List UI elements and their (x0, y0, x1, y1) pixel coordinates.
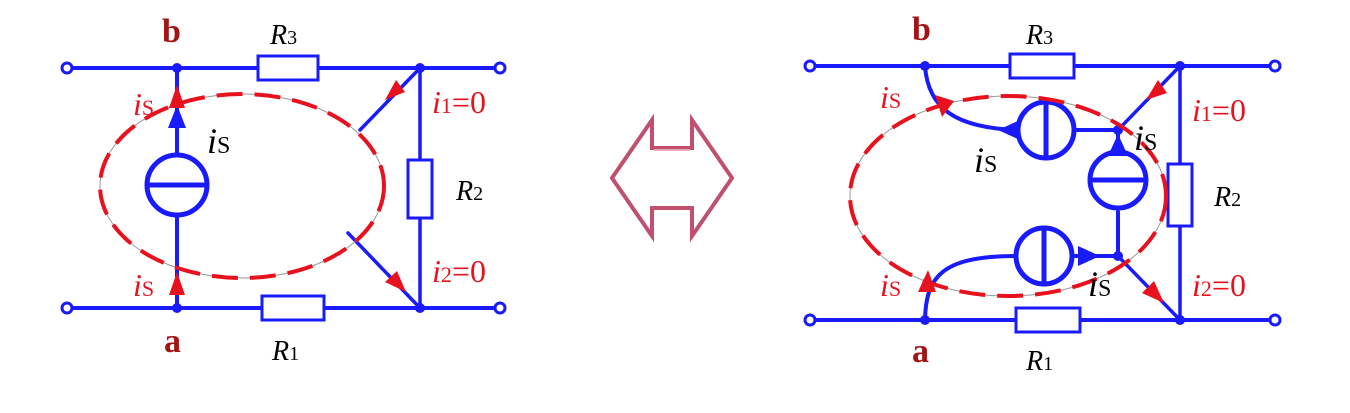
left-r1-resistor (260, 294, 326, 322)
left-terminal-a-left (60, 301, 74, 315)
left-i2-arrow-icon (385, 271, 406, 292)
right-is-source-mid-label: iS (1134, 118, 1157, 158)
left-diag-bottom (346, 231, 422, 310)
right-r1-resistor (1014, 306, 1082, 334)
right-r3-label: R3 (1025, 20, 1053, 51)
equivalence-arrow (609, 113, 735, 243)
left-r3-resistor (256, 54, 320, 82)
right-circuit: b a R3 R1 R2 iS iS iS iS iS i1=0 i2=0 (803, 11, 1282, 377)
right-terminal-b-right (1268, 59, 1282, 73)
left-r2-label: R2 (455, 176, 483, 207)
right-terminal-a-left (803, 313, 817, 327)
right-r2-resistor (1166, 162, 1194, 228)
left-terminal-b-left (60, 61, 74, 75)
left-is-source-label: iS (207, 121, 230, 161)
right-cut-loop (848, 94, 1168, 298)
right-is-top-red-label: iS (880, 79, 901, 115)
left-source-arrow-icon (168, 105, 186, 128)
left-r1-label: R1 (271, 336, 299, 367)
left-node-bottom-right (415, 303, 425, 313)
right-top-source-wire (923, 64, 1020, 132)
right-bottom-source-wire (923, 254, 1018, 322)
left-is-bottom-label: iS (133, 267, 154, 303)
right-r3-resistor (1008, 52, 1076, 80)
left-cut-loop (98, 92, 386, 280)
left-i1-label: i1=0 (432, 84, 486, 120)
left-node-b-label: b (162, 13, 181, 50)
right-source-top-arrow-icon (998, 120, 1020, 140)
left-node-a (172, 303, 182, 313)
right-terminal-b-left (803, 59, 817, 73)
right-r2-label: R2 (1213, 182, 1241, 213)
right-i1-arrow-icon (1146, 80, 1167, 100)
right-node-a-label: a (912, 333, 929, 370)
right-r1-label: R1 (1025, 346, 1053, 377)
left-terminal-a-right (493, 301, 507, 315)
left-r3-label: R3 (269, 20, 297, 51)
right-is-bottom-red-label: iS (880, 267, 901, 303)
left-terminal-b-right (493, 61, 507, 75)
right-i1-label: i1=0 (1192, 92, 1246, 128)
right-is-source-bottom-label: iS (1088, 264, 1111, 304)
left-i1-arrow-icon (385, 80, 405, 100)
left-node-a-label: a (164, 323, 181, 360)
right-i2-label: i2=0 (1192, 267, 1246, 303)
right-is-bottom-arrow-icon (918, 270, 936, 292)
left-r2-resistor (406, 158, 434, 220)
left-circuit: b a R3 R1 R2 iS iS iS i1=0 i2=0 (60, 13, 507, 367)
left-is-bottom-arrow-icon (169, 272, 185, 295)
right-source-bottom-arrow-icon (1078, 246, 1100, 266)
right-terminal-a-right (1268, 313, 1282, 327)
right-source-mid-arrow-icon (1108, 134, 1128, 156)
left-i2-label: i2=0 (432, 253, 486, 289)
right-is-top-arrow-icon (935, 95, 954, 117)
right-node-b-label: b (912, 11, 931, 48)
left-is-top-label: iS (133, 86, 154, 122)
right-i2-arrow-icon (1142, 281, 1164, 303)
left-node-top-right (415, 63, 425, 73)
left-diag-top (358, 66, 422, 132)
right-is-source-top-label: iS (974, 140, 997, 180)
left-node-b (172, 63, 182, 73)
left-is-top-arrow-icon (169, 85, 185, 108)
double-headed-arrow-icon (609, 113, 735, 243)
